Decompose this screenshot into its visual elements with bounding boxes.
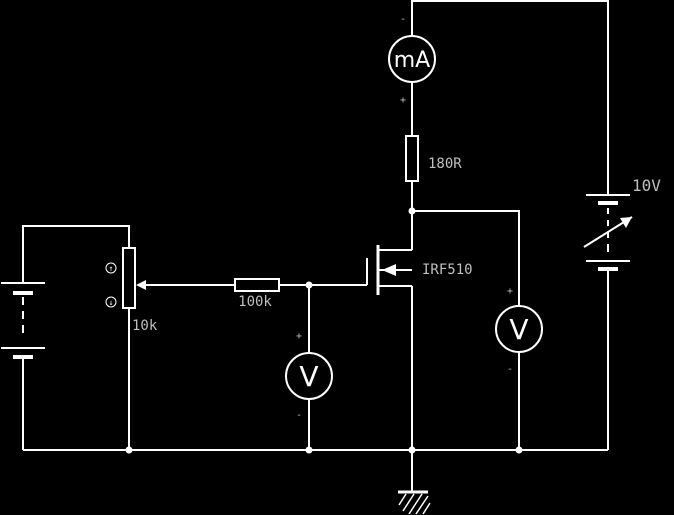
ground-hatch-3 [408,493,423,515]
gate-resistor: 100k [234,278,280,310]
pot-wiper-arrow [136,280,146,290]
gate-voltmeter-circle [285,352,333,400]
drain-voltmeter-plus: + [507,286,513,297]
mosfet: IRF510 [366,245,473,295]
drain-resistor: 180R [405,135,462,182]
ground-icon [398,490,431,515]
drain-resistor-body [405,135,419,182]
drain-voltmeter-label: V [509,313,528,346]
pot-body [122,247,136,309]
pot-down-symbol: ↓ [109,298,114,307]
drain-voltmeter-minus: - [507,364,513,375]
drain-voltmeter-circle [495,305,543,353]
gate-resistor-body [234,278,280,292]
wire-top [411,0,609,195]
gate-voltmeter-minus: - [296,410,302,421]
pot-up-icon[interactable] [105,262,117,274]
junction-bottom-drain-v [515,446,523,454]
ammeter-label: mA [394,48,430,73]
supply-arrow-head [620,217,632,228]
mosfet-label: IRF510 [422,262,473,278]
mosfet-arrow [382,264,396,276]
ammeter-minus: - [400,14,406,25]
ammeter: mA - + [388,14,436,106]
wire-left-top [22,225,130,283]
junction-drain [408,207,416,215]
drain-resistor-label: 180R [428,156,462,172]
gate-voltmeter: V + - [285,331,333,421]
wires [22,0,609,491]
potentiometer: ↑ ↓ 10k [105,247,158,334]
ground-hatch-5 [422,502,431,515]
left-battery [1,282,45,359]
gate-voltmeter-label: V [299,360,318,393]
junction-gate [305,281,313,289]
ground-hatch-4 [415,495,429,515]
pot-up-symbol: ↑ [109,264,114,273]
ammeter-circle [388,35,436,83]
ground-hatch-2 [402,493,415,512]
junction-bottom-pot [125,446,133,454]
junction-bottom-gate-v [305,446,313,454]
supply-battery: 10V [583,176,661,271]
junctions [125,207,523,454]
pot-label: 10k [132,318,158,334]
wire-drain-voltmeter [412,210,520,306]
supply-label: 10V [632,176,661,195]
ground-hatch-1 [398,493,407,506]
ammeter-plus: + [400,95,406,106]
gate-resistor-label: 100k [238,294,272,310]
junction-bottom-source [408,446,416,454]
pot-down-icon[interactable] [105,296,117,308]
drain-voltmeter: V + - [495,286,543,375]
gate-voltmeter-plus: + [296,331,302,342]
